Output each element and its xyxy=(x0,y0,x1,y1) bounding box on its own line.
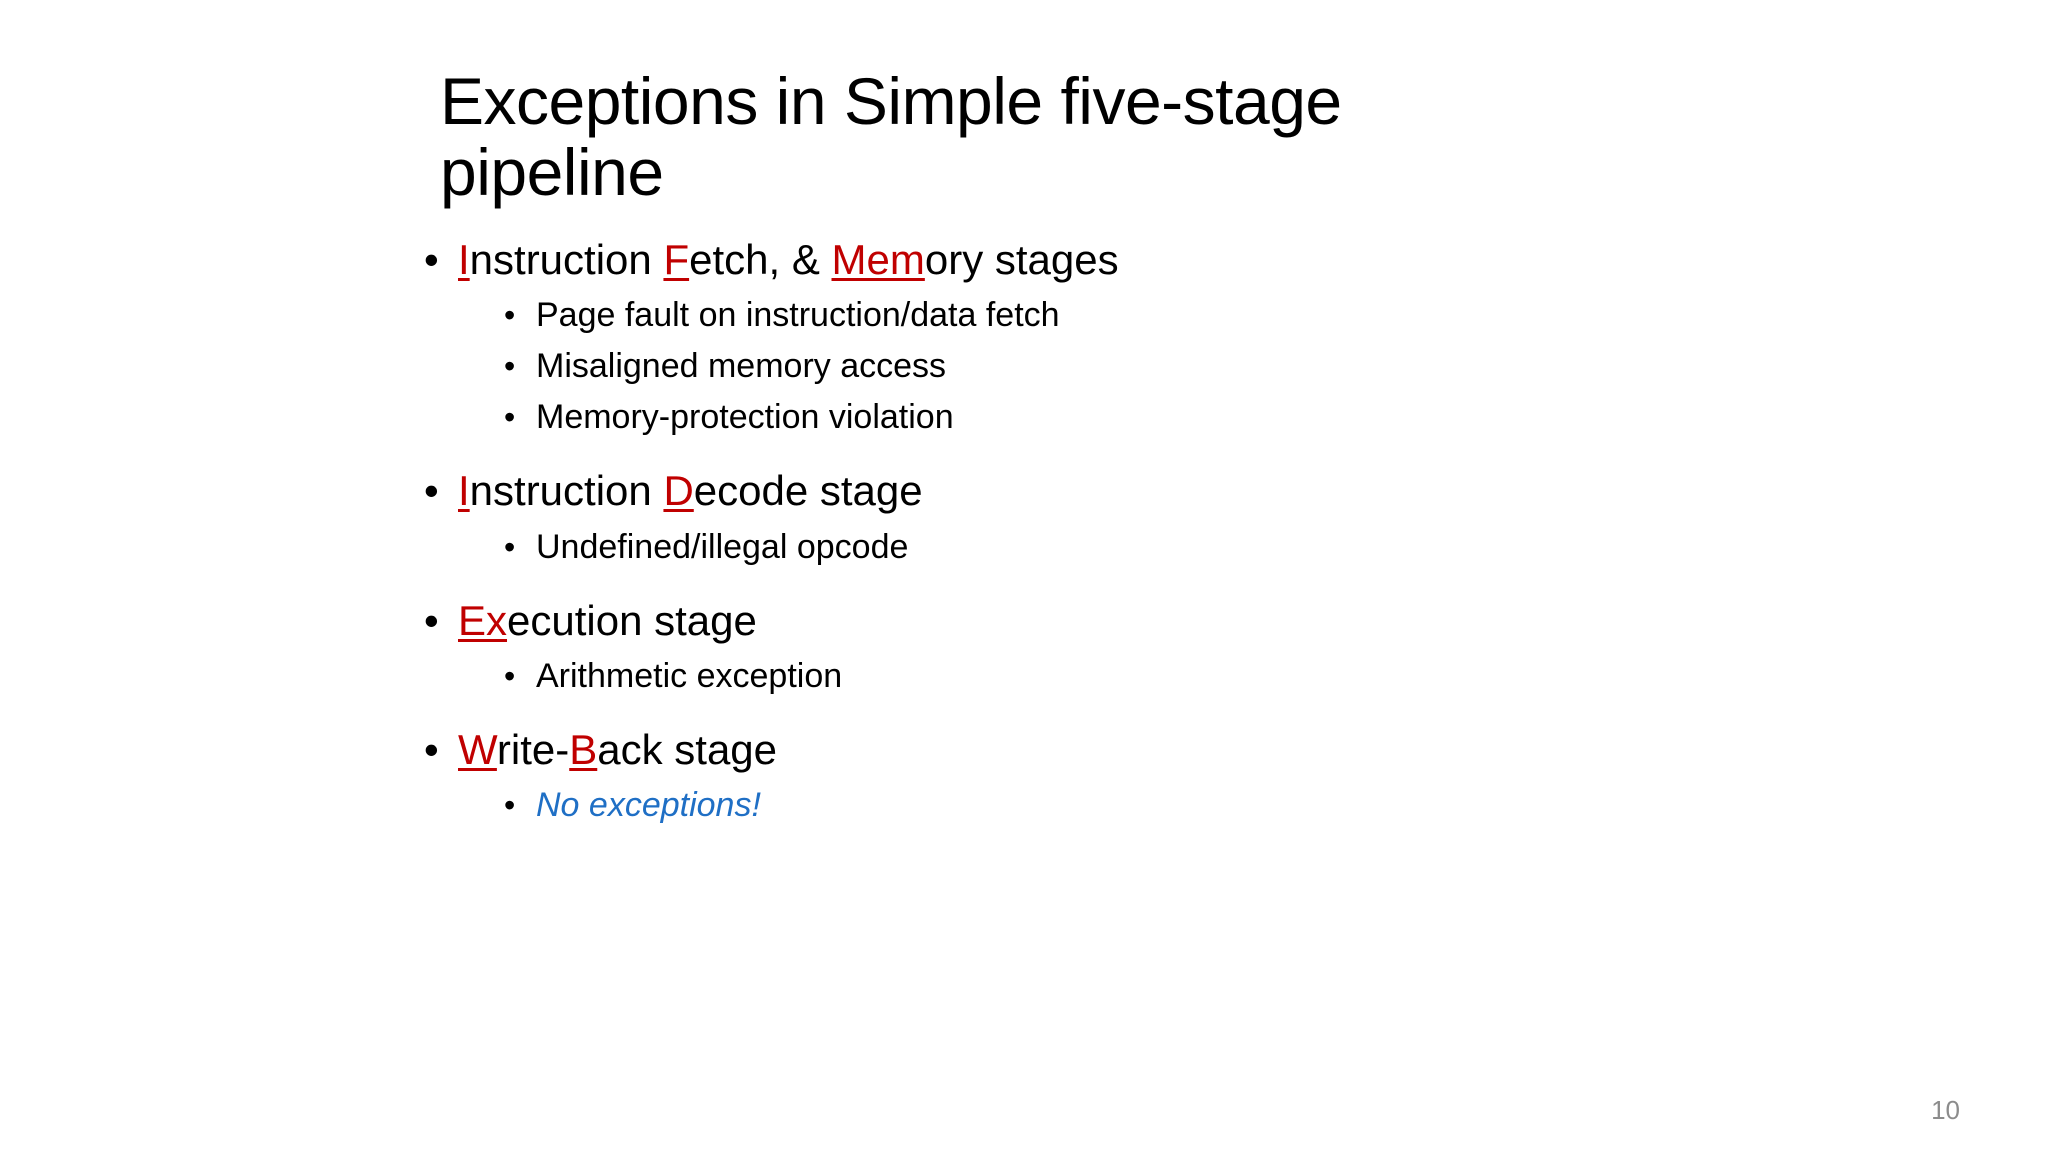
bullet-marker-icon: • xyxy=(504,528,516,565)
text-run: Memory-protection violation xyxy=(536,398,954,437)
bullet-marker-icon: • xyxy=(504,399,516,436)
emphasis-run: F xyxy=(663,236,690,283)
bullet-item-arithmetic-exception: • Arithmetic exception xyxy=(424,651,1764,702)
page-number: 10 xyxy=(1931,1095,1960,1125)
bullet-text: Undefined/illegal opcode xyxy=(536,522,908,573)
bullet-marker-icon: • xyxy=(424,725,439,773)
bullet-text: Execution stage xyxy=(458,593,757,649)
emphasis-run: I xyxy=(458,236,470,283)
bullet-marker-icon: • xyxy=(504,348,516,385)
text-run: rite- xyxy=(496,725,570,773)
bullet-item-id-stage: • Instruction Decode stage xyxy=(424,463,1764,519)
bullet-marker-icon: • xyxy=(504,297,516,334)
bullet-marker-icon: • xyxy=(424,236,439,283)
bullet-text: No exceptions! xyxy=(536,780,761,831)
bullet-text: Write-Back stage xyxy=(458,722,777,778)
bullet-text: Page fault on instruction/data fetch xyxy=(536,290,1060,341)
outline-group-gap xyxy=(424,443,1764,463)
emphasis-run: B xyxy=(569,725,598,773)
bullet-item-illegal-opcode: • Undefined/illegal opcode xyxy=(424,522,1764,573)
bullet-item-if-mem-stages: • Instruction Fetch, & Memory stages xyxy=(424,232,1764,288)
emphasis-run: D xyxy=(663,467,694,515)
text-run: nstruction xyxy=(469,467,664,515)
outline-group-gap xyxy=(424,573,1764,593)
text-run: ory stages xyxy=(924,236,1119,283)
bullet-item-misaligned-access: • Misaligned memory access xyxy=(424,341,1764,392)
page-title: Exceptions in Simple five-stage pipeline xyxy=(440,64,1360,209)
text-run: Misaligned memory access xyxy=(536,347,947,386)
text-run: ecution stage xyxy=(507,596,757,644)
bullet-text: Arithmetic exception xyxy=(536,651,842,702)
outline-group-gap xyxy=(424,702,1764,722)
text-run: Page fault on instruction/data fetch xyxy=(536,296,1060,335)
outline-body: • Instruction Fetch, & Memory stages • Page… xyxy=(424,232,1764,831)
bullet-marker-icon: • xyxy=(424,467,439,515)
text-run: ack stage xyxy=(597,725,778,773)
bullet-marker-icon: • xyxy=(424,596,439,644)
bullet-text: Instruction Decode stage xyxy=(458,463,923,519)
text-run: Undefined/illegal opcode xyxy=(536,527,909,566)
bullet-text: Memory-protection violation xyxy=(536,392,954,443)
bullet-item-wb-stage: • Write-Back stage xyxy=(424,722,1764,778)
bullet-item-page-fault: • Page fault on instruction/data fetch xyxy=(424,290,1764,341)
bullet-marker-icon: • xyxy=(504,657,516,694)
bullet-item-ex-stage: • Execution stage xyxy=(424,593,1764,649)
emphasis-run: W xyxy=(458,725,497,773)
emphasis-run: Ex xyxy=(458,596,508,644)
text-run: nstruction xyxy=(469,236,664,283)
emphasis-run: I xyxy=(458,467,470,515)
emphasis-run: Mem xyxy=(831,236,925,283)
text-run: Arithmetic exception xyxy=(536,656,843,695)
accent-run: No exceptions! xyxy=(536,786,761,825)
bullet-text: Instruction Fetch, & Memory stages xyxy=(458,232,1119,288)
bullet-text: Misaligned memory access xyxy=(536,341,946,392)
bullet-item-no-exceptions: • No exceptions! xyxy=(424,780,1764,831)
text-run: ecode stage xyxy=(693,467,923,515)
bullet-marker-icon: • xyxy=(504,787,516,824)
bullet-item-memory-protection: • Memory-protection violation xyxy=(424,392,1764,443)
text-run: etch, & xyxy=(689,236,832,283)
